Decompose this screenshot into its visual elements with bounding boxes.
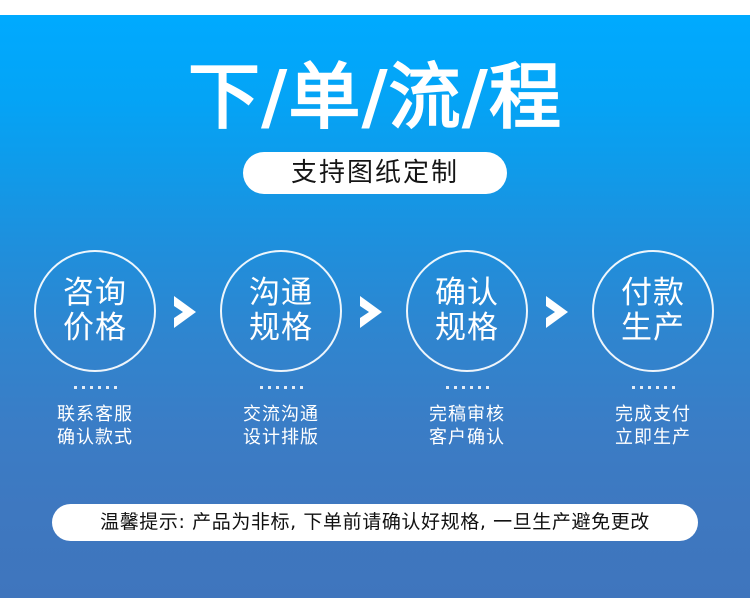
step-4-circle-line2: 生产: [621, 310, 685, 346]
step-1-caption-line2: 确认款式: [57, 427, 133, 448]
step-2-caption-line2: 设计排版: [243, 427, 319, 448]
step-3-caption-line1: 完稿审核: [429, 404, 505, 425]
step-4-circle: 付款 生产: [592, 250, 714, 372]
step-3-dots: [387, 386, 547, 394]
step-4-caption-line2: 立即生产: [615, 427, 691, 448]
step-2-caption-line1: 交流沟通: [243, 404, 319, 425]
step-1-caption-line1: 联系客服: [57, 404, 133, 425]
chevron-right-icon: [354, 294, 388, 330]
step-2-dots: [201, 386, 361, 394]
chevron-right-icon: [540, 294, 574, 330]
process-steps: 咨询 价格 联系客服 确认款式 沟通 规格 交流沟通 设计排: [0, 250, 750, 465]
step-2-circle: 沟通 规格: [220, 250, 342, 372]
page-title: 下/单/流/程: [188, 55, 562, 139]
step-1-circle-line1: 咨询: [63, 275, 127, 311]
process-step-1: 咨询 价格 联系客服 确认款式: [15, 250, 175, 449]
process-step-3: 确认 规格 完稿审核 客户确认: [387, 250, 547, 449]
step-4-circle-line1: 付款: [621, 275, 685, 311]
notice-banner: 温馨提示: 产品为非标, 下单前请确认好规格, 一旦生产避免更改: [52, 504, 698, 541]
step-1-circle-line2: 价格: [63, 310, 127, 346]
step-3-caption-line2: 客户确认: [429, 427, 505, 448]
top-white-strip: [0, 0, 750, 15]
step-3-circle-line1: 确认: [435, 275, 499, 311]
custom-drawing-badge: 支持图纸定制: [243, 152, 507, 194]
step-3-circle-line2: 规格: [435, 310, 499, 346]
step-1-dots: [15, 386, 175, 394]
process-step-2: 沟通 规格 交流沟通 设计排版: [201, 250, 361, 449]
chevron-right-icon: [168, 294, 202, 330]
step-4-caption-line1: 完成支付: [615, 404, 691, 425]
step-4-dots: [573, 386, 733, 394]
step-3-circle: 确认 规格: [406, 250, 528, 372]
step-2-circle-line2: 规格: [249, 310, 313, 346]
step-1-circle: 咨询 价格: [34, 250, 156, 372]
step-2-circle-line1: 沟通: [249, 275, 313, 311]
process-step-4: 付款 生产 完成支付 立即生产: [573, 250, 733, 449]
